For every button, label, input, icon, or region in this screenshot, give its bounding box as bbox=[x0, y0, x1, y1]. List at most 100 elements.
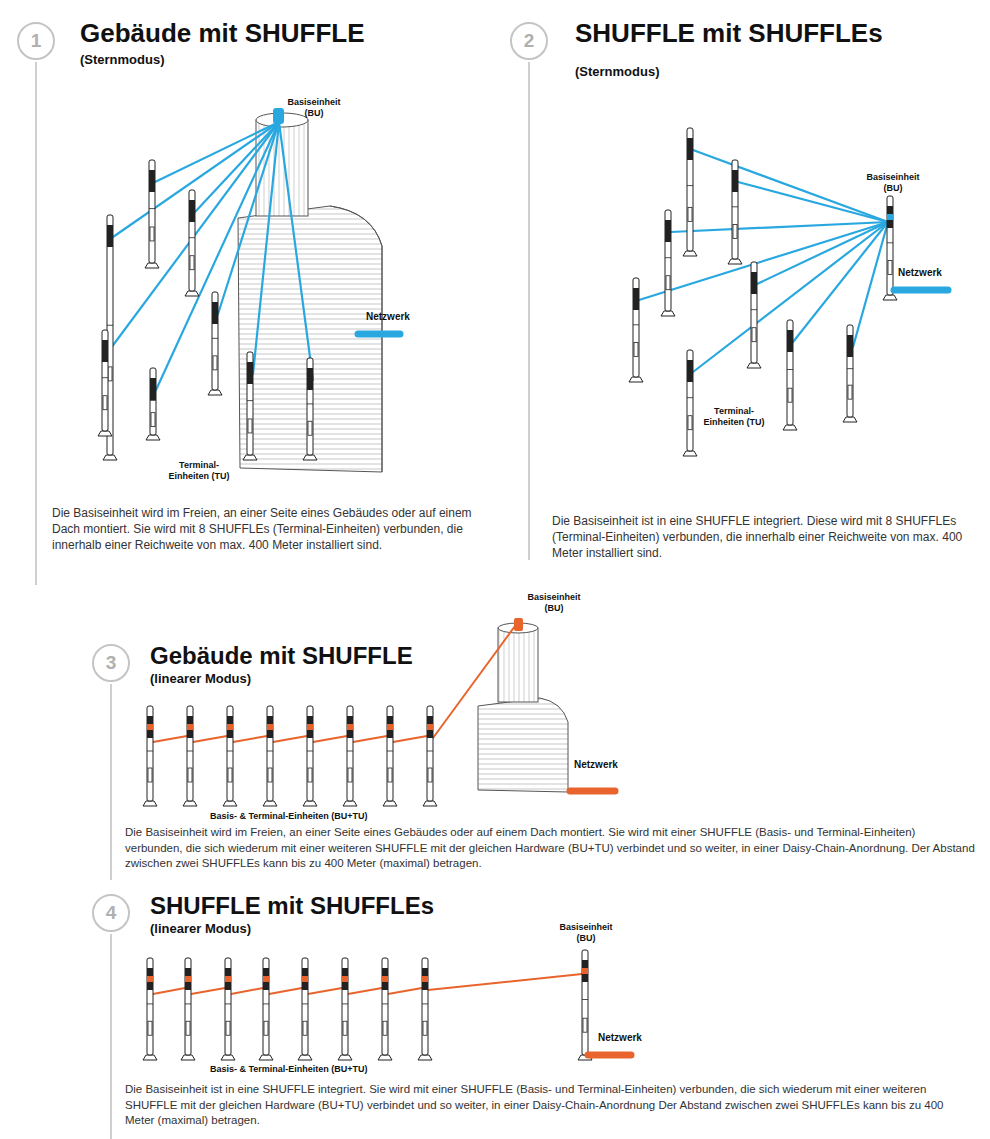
description: Die Basiseinheit wird im Freien, an eine… bbox=[52, 505, 480, 554]
pole-foot bbox=[98, 431, 112, 436]
description: Die Basiseinheit ist in eine SHUFFLE int… bbox=[552, 513, 980, 562]
pole-joint bbox=[307, 751, 313, 752]
pole-body bbox=[187, 706, 193, 801]
pole-foot bbox=[181, 1055, 195, 1060]
pole-foot bbox=[383, 801, 397, 806]
pole-joint bbox=[687, 185, 693, 186]
pole-window bbox=[188, 768, 192, 782]
radio-link bbox=[894, 287, 948, 294]
radio-link bbox=[273, 736, 307, 742]
pole-foot bbox=[259, 1055, 273, 1060]
pole-joint bbox=[185, 1003, 191, 1004]
pole-body bbox=[342, 958, 348, 1055]
pole-joint bbox=[149, 208, 155, 209]
radio-link bbox=[233, 736, 267, 742]
radio-link bbox=[108, 122, 279, 352]
pole-band bbox=[307, 716, 313, 738]
pole-band bbox=[887, 206, 893, 228]
pole-body bbox=[267, 706, 273, 801]
pole-foot bbox=[683, 251, 697, 256]
pole-foot bbox=[208, 390, 222, 395]
pole-accent bbox=[267, 724, 273, 730]
unit-label: Basiseinheit (BU) bbox=[555, 922, 617, 944]
network-label: Netzwerk bbox=[598, 1032, 642, 1044]
pole-accent bbox=[387, 724, 393, 730]
radio-link bbox=[388, 988, 422, 994]
pole-window bbox=[688, 207, 692, 221]
pole-accent bbox=[147, 724, 153, 730]
panel-subtitle: (linearer Modus) bbox=[150, 921, 251, 937]
panel-title: SHUFFLE mit SHUFFLEs bbox=[575, 18, 883, 49]
callout-number: 3 bbox=[106, 652, 117, 674]
radio-link bbox=[358, 331, 400, 338]
radio-link bbox=[156, 122, 279, 390]
pole-body bbox=[582, 950, 588, 1055]
pole-foot bbox=[418, 1055, 432, 1060]
pole-body bbox=[427, 706, 433, 801]
pole-window bbox=[248, 419, 252, 433]
pole-foot bbox=[143, 801, 157, 806]
radio-link bbox=[308, 988, 342, 994]
pole-band bbox=[427, 716, 433, 738]
panel-subtitle: (Sternmodus) bbox=[80, 52, 165, 68]
pole-joint bbox=[307, 403, 313, 404]
panel-rule bbox=[528, 62, 530, 560]
pole-joint bbox=[187, 751, 193, 752]
pole-window bbox=[213, 356, 217, 370]
pole-band bbox=[422, 968, 428, 990]
radio-link bbox=[757, 222, 888, 284]
pole-body bbox=[687, 350, 693, 451]
pole-window bbox=[383, 1021, 387, 1035]
pole-window bbox=[308, 768, 312, 782]
unit-label: Basiseinheit (BU) bbox=[524, 592, 584, 614]
unit-label: Basiseinheit (BU) bbox=[286, 97, 342, 119]
pole-band bbox=[732, 170, 738, 192]
callout-number: 4 bbox=[106, 902, 117, 924]
pole-body bbox=[263, 958, 269, 1055]
pole-joint bbox=[582, 999, 588, 1000]
pole-band bbox=[149, 170, 155, 192]
panel-subtitle: (Sternmodus) bbox=[575, 64, 660, 80]
radio-link bbox=[269, 988, 302, 994]
pole-body bbox=[147, 958, 153, 1055]
pole-foot bbox=[343, 801, 357, 806]
radio-link bbox=[195, 122, 279, 212]
pole-joint bbox=[427, 751, 433, 752]
pole-window bbox=[583, 1018, 587, 1032]
pole-window bbox=[308, 421, 312, 435]
pole-window bbox=[343, 1021, 347, 1035]
pole-joint bbox=[189, 237, 195, 238]
network-label: Netzwerk bbox=[898, 267, 942, 279]
radio-link bbox=[639, 222, 888, 300]
pole-window bbox=[848, 385, 852, 399]
pole-body bbox=[847, 325, 853, 417]
radio-link bbox=[853, 222, 888, 347]
radio-link bbox=[738, 182, 888, 222]
building-tower bbox=[498, 628, 538, 702]
pole-window bbox=[634, 342, 638, 356]
pole-window bbox=[108, 367, 112, 381]
pole-band bbox=[342, 968, 348, 990]
pole-window bbox=[788, 388, 792, 402]
pole-foot bbox=[303, 455, 317, 460]
pole-foot bbox=[843, 417, 857, 422]
pole-body bbox=[422, 958, 428, 1055]
pole-band bbox=[847, 335, 853, 357]
pole-foot bbox=[145, 263, 159, 268]
pole-foot bbox=[423, 801, 437, 806]
radio-link bbox=[153, 988, 185, 994]
pole-body bbox=[307, 358, 313, 455]
radio-link bbox=[155, 122, 279, 182]
pole-joint bbox=[732, 206, 738, 207]
pole-body bbox=[212, 292, 218, 390]
pole-window bbox=[666, 276, 670, 290]
pole-band bbox=[267, 716, 273, 738]
radio-link bbox=[588, 1052, 631, 1059]
pole-window bbox=[186, 1021, 190, 1035]
pole-joint bbox=[212, 338, 218, 339]
pole-foot bbox=[298, 1055, 312, 1060]
pole-foot bbox=[143, 1055, 157, 1060]
pole-accent bbox=[185, 976, 191, 982]
callout-circle: 1 bbox=[17, 22, 55, 60]
